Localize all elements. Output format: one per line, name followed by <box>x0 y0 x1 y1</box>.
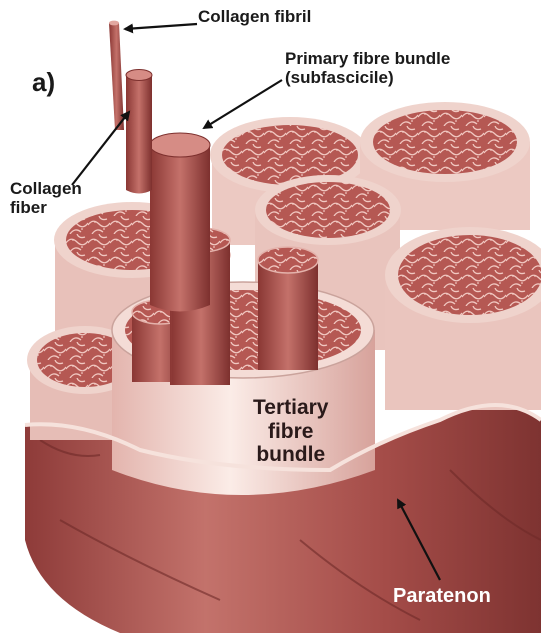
collagen-fiber <box>126 70 152 194</box>
fascicle-right <box>385 227 541 410</box>
collagen-fiber-label: Collagen fiber <box>10 179 82 217</box>
paratenon-label: Paratenon <box>393 585 491 607</box>
panel-label: a) <box>32 68 55 97</box>
collagen-fiber-arrow <box>72 112 129 185</box>
tertiary-line-2: fibre <box>253 420 328 444</box>
collagen-fibril-label: Collagen fibril <box>198 7 311 26</box>
collagen-fiber-line-1: Collagen <box>10 179 82 198</box>
collagen-fibril <box>109 21 124 130</box>
primary-label-line-2: (subfascicile) <box>285 68 450 87</box>
collagen-fiber-line-2: fiber <box>10 198 82 217</box>
primary-label-line-1: Primary fibre bundle <box>285 49 450 68</box>
primary-fibre-bundle-label: Primary fibre bundle (subfascicile) <box>285 49 450 87</box>
tertiary-fibre-bundle-label: Tertiary fibre bundle <box>253 396 328 467</box>
collagen-fibril-arrow <box>125 24 197 29</box>
tertiary-line-1: Tertiary <box>253 396 328 420</box>
tertiary-line-3: bundle <box>253 443 328 467</box>
